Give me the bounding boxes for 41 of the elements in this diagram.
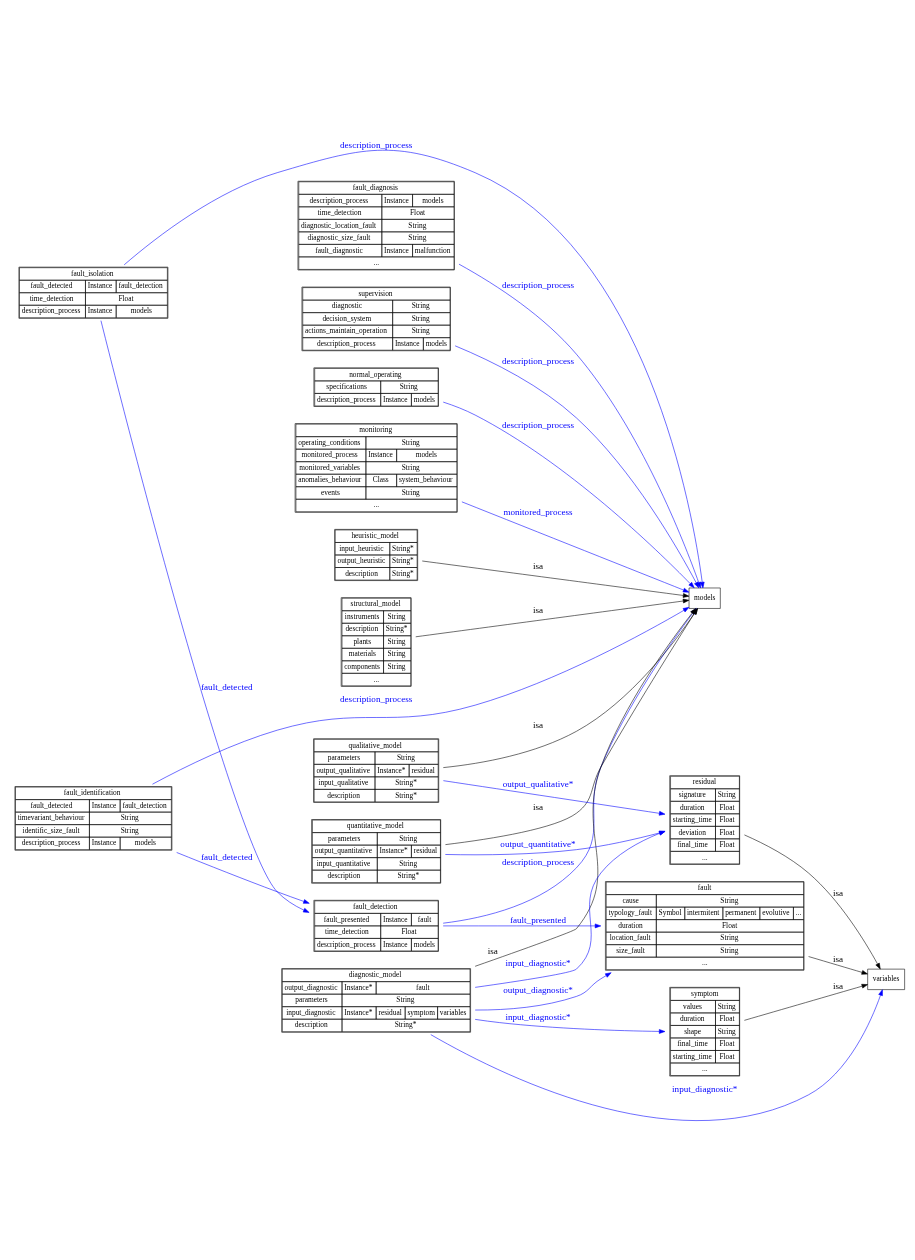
edge-label: isa [532, 560, 544, 571]
edge-label: isa [487, 945, 498, 956]
edge-label: description_process [501, 279, 575, 290]
arrow [474, 1018, 666, 1034]
edge-label: fault_detected [201, 681, 253, 692]
edge-label: input_diagnostic* [672, 1083, 738, 1094]
arrow [474, 830, 666, 988]
arrow [176, 851, 310, 904]
edge-label: isa [833, 953, 844, 964]
arrow [445, 830, 666, 855]
edge-label: description_process [340, 139, 413, 150]
edge-label: output_qualitative* [502, 778, 574, 789]
arrow [442, 401, 695, 588]
edge-label: input_diagnostic* [505, 957, 571, 968]
arrow [100, 319, 310, 913]
edge-label: isa [532, 719, 544, 730]
edge-label: description_process [501, 419, 575, 430]
arrow [461, 501, 690, 592]
arrow [421, 560, 690, 598]
edge-label: monitored_process [503, 506, 573, 517]
arrow [152, 606, 690, 784]
edge-label: isa [833, 980, 844, 991]
edge-label: output_diagnostic* [503, 984, 573, 995]
arrow [474, 971, 612, 1010]
edge-label: fault_detected [201, 851, 253, 862]
arrow [415, 598, 690, 637]
edge-label: input_diagnostic* [505, 1011, 571, 1022]
edge-label: fault_presented [509, 914, 567, 925]
edge-label: isa [532, 801, 544, 812]
edge-label: isa [532, 604, 544, 615]
edge-label: isa [833, 887, 844, 898]
edge-label: description_process [501, 856, 575, 867]
arrow [744, 834, 881, 969]
arrow [808, 955, 868, 975]
arrow [442, 923, 602, 928]
arrow [443, 779, 666, 816]
edge-label: output_quantitative* [500, 838, 576, 849]
arrow [744, 983, 868, 1021]
edge-label: description_process [340, 693, 413, 704]
arrow [430, 988, 883, 1121]
edge-label: description_process [501, 355, 575, 366]
